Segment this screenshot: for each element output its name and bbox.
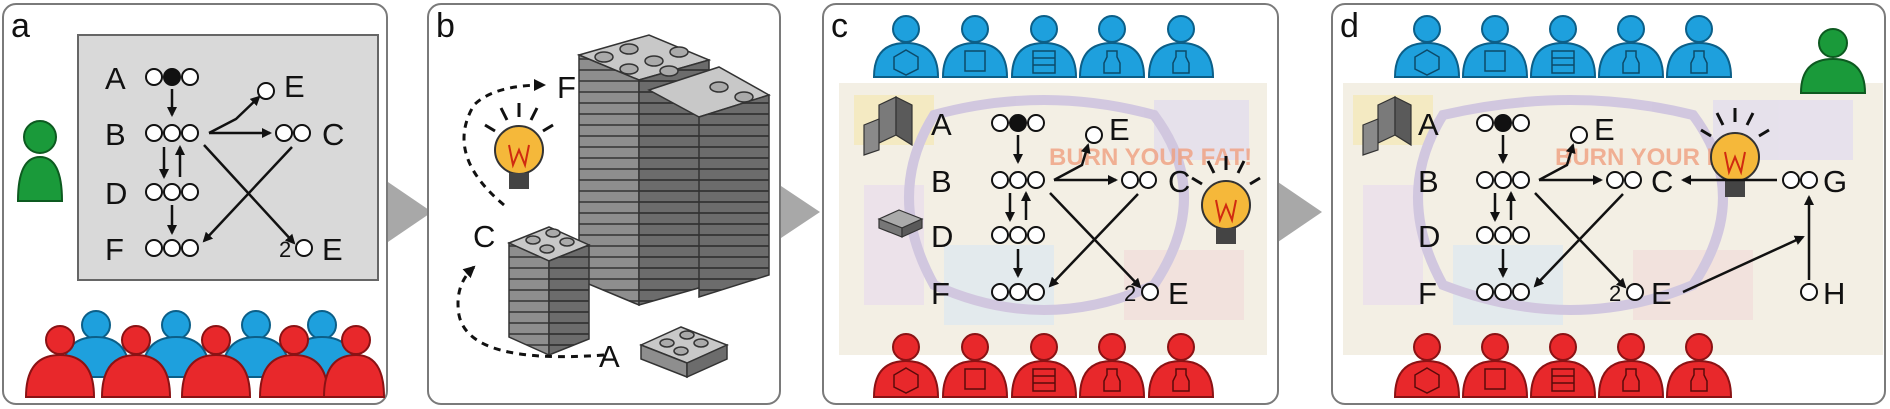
- label-e-top: E: [1594, 112, 1615, 147]
- label-f: F: [1418, 276, 1437, 311]
- label-b: B: [1418, 164, 1439, 199]
- person-icon: [1461, 15, 1529, 78]
- d20-die-icon: [1414, 49, 1440, 76]
- person-icon: [941, 333, 1009, 398]
- coefficient: 2: [279, 237, 291, 262]
- lego-brick-icon: [639, 326, 729, 379]
- label-a: A: [931, 107, 952, 142]
- rook-icon: [1690, 50, 1708, 74]
- panel-c: c BURN YOUR FAT!: [822, 3, 1279, 405]
- label-f: F: [105, 232, 124, 267]
- label-c: C: [1651, 164, 1673, 199]
- person-icon: [941, 15, 1009, 78]
- board-icon: [1551, 50, 1575, 74]
- label-d: D: [1418, 219, 1440, 254]
- label-a: A: [599, 339, 620, 374]
- panel-letter: d: [1340, 7, 1359, 45]
- person-icon: [1147, 15, 1215, 78]
- d20-die-icon: [893, 49, 919, 76]
- lightbulb-icon: [1191, 156, 1261, 244]
- person-icon: [1665, 15, 1733, 78]
- board-icon: [1032, 50, 1056, 74]
- person-icon: [1665, 333, 1733, 398]
- person-icon: [1799, 28, 1867, 94]
- d6-die-icon: [1484, 368, 1506, 390]
- rook-icon: [1103, 368, 1121, 392]
- person-icon: [1597, 333, 1665, 398]
- d20-die-icon: [1414, 367, 1440, 394]
- lego-brick-icon: [507, 226, 591, 357]
- person-icon: [1529, 333, 1597, 398]
- person-icon: [1078, 333, 1146, 398]
- lego-brick-icon: [877, 209, 924, 238]
- label-a: A: [1418, 107, 1439, 142]
- person-icon: [1597, 15, 1665, 78]
- red-team: [872, 333, 1215, 398]
- label-a: A: [105, 61, 126, 96]
- panel-d: d BURN YOUR FAT!: [1331, 3, 1886, 405]
- blue-team: [872, 15, 1215, 78]
- label-e-top: E: [284, 69, 305, 104]
- label-c: C: [322, 117, 344, 152]
- blue-team: [1393, 15, 1733, 78]
- label-f: F: [931, 276, 950, 311]
- person-icon: [1147, 333, 1215, 398]
- lightbulb-icon: [1700, 108, 1770, 197]
- lightbulb-icon: [484, 103, 554, 189]
- lego-brick-icon: [863, 96, 913, 156]
- red-team: [1393, 333, 1733, 398]
- rook-icon: [1622, 368, 1640, 392]
- coefficient: 2: [1609, 281, 1621, 306]
- board-icon: [1551, 368, 1575, 392]
- label-e-top: E: [1109, 112, 1130, 147]
- rook-icon: [1622, 50, 1640, 74]
- label-h: H: [1823, 276, 1845, 311]
- d6-die-icon: [964, 368, 986, 390]
- person-icon: [1010, 15, 1078, 78]
- person-icon: [872, 333, 940, 398]
- label-b: B: [105, 117, 126, 152]
- person-icon: [872, 15, 940, 78]
- panel-c-art: BURN YOUR FAT!: [839, 15, 1267, 398]
- person-icon: [1393, 15, 1461, 78]
- person-icon: [1393, 333, 1461, 398]
- board-icon: [1032, 368, 1056, 392]
- reaction-box: [77, 34, 379, 281]
- person-icon: [1010, 333, 1078, 398]
- panel-b: b: [427, 3, 781, 405]
- panel-letter: b: [436, 7, 455, 45]
- label-e-bottom: E: [322, 232, 343, 267]
- label-e-bottom: E: [1168, 276, 1189, 311]
- panel-a-art: A B D F E C 2 E: [16, 34, 386, 398]
- rook-icon: [1172, 50, 1190, 74]
- panel-b-art: F C A: [456, 34, 771, 379]
- label-g: G: [1823, 164, 1847, 199]
- label-f: F: [557, 70, 576, 105]
- panel-a: a: [2, 3, 388, 405]
- person-icon: [1461, 333, 1529, 398]
- lego-brick-icon: [576, 34, 771, 307]
- label-e-bottom: E: [1651, 276, 1672, 311]
- person-icon: [1529, 15, 1597, 78]
- rook-icon: [1103, 50, 1121, 74]
- label-d: D: [931, 219, 953, 254]
- label-b: B: [931, 164, 952, 199]
- coefficient: 2: [1124, 281, 1136, 306]
- panel-letter: c: [831, 7, 848, 45]
- label-d: D: [105, 176, 127, 211]
- rook-icon: [1690, 368, 1708, 392]
- label-c: C: [1168, 164, 1190, 199]
- person-icon: [1078, 15, 1146, 78]
- lego-brick-icon: [1362, 96, 1412, 156]
- panel-letter: a: [11, 7, 30, 45]
- d6-die-icon: [1484, 50, 1506, 72]
- label-c: C: [473, 219, 495, 254]
- panel-d-art: BURN YOUR FAT!: [1343, 15, 1883, 398]
- rook-icon: [1172, 368, 1190, 392]
- d20-die-icon: [893, 367, 919, 394]
- d6-die-icon: [964, 50, 986, 72]
- person-icon: [16, 120, 64, 202]
- player-crowd: [24, 310, 386, 398]
